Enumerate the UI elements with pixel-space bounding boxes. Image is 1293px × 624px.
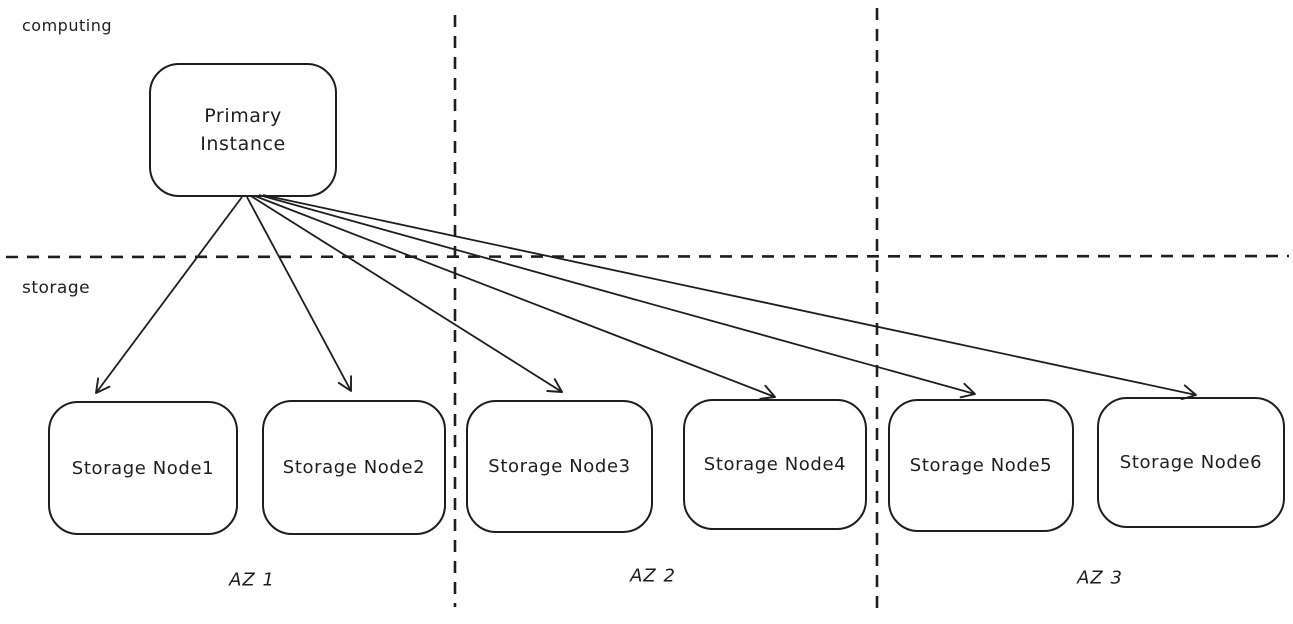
storage-node-1: Storage Node1 — [48, 401, 238, 535]
az1-label: AZ 1 — [229, 569, 275, 591]
storage-node-4: Storage Node4 — [683, 399, 867, 530]
computing-layer-label: computing — [22, 16, 112, 35]
az3-label: AZ 3 — [1077, 567, 1123, 589]
arrow-primary-to-node1 — [95, 196, 243, 394]
storage-node-2: Storage Node2 — [262, 400, 446, 535]
storage-node-5: Storage Node5 — [888, 399, 1074, 532]
arrow-primary-to-node5 — [258, 194, 976, 399]
arrow-primary-to-node3 — [250, 195, 563, 393]
storage-node-5-label: Storage Node5 — [909, 455, 1053, 476]
arrow-primary-to-node4 — [254, 195, 776, 400]
storage-node-6: Storage Node6 — [1097, 397, 1285, 528]
primary-instance-node: Primary Instance — [149, 63, 337, 197]
arrow-primary-to-node2 — [246, 196, 352, 392]
arrow-primary-to-node6 — [262, 194, 1197, 401]
storage-node-3-label: Storage Node3 — [488, 456, 631, 477]
az2-label: AZ 2 — [630, 565, 676, 587]
storage-node-3: Storage Node3 — [466, 400, 653, 533]
primary-instance-label: Primary Instance — [200, 104, 286, 156]
storage-node-1-label: Storage Node1 — [71, 457, 215, 479]
computing-storage-divider — [5, 254, 1290, 259]
storage-node-6-label: Storage Node6 — [1119, 452, 1263, 473]
storage-layer-label: storage — [22, 278, 91, 298]
storage-node-4-label: Storage Node4 — [703, 454, 847, 475]
storage-node-2-label: Storage Node2 — [282, 457, 426, 478]
